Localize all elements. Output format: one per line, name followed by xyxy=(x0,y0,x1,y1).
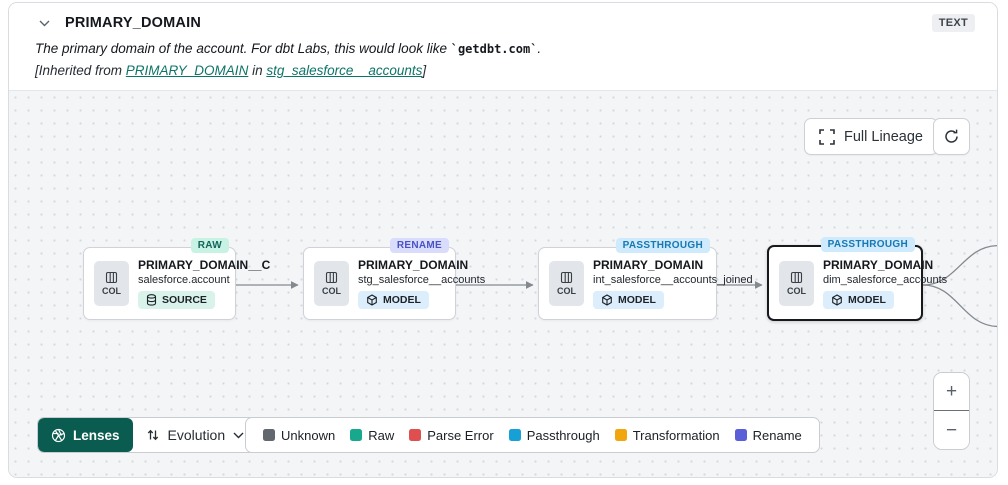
inherited-column-link[interactable]: PRIMARY_DOMAIN xyxy=(125,63,249,78)
column-lineage-panel: PRIMARY_DOMAIN TEXT The primary domain o… xyxy=(8,2,998,478)
column-chip: COL xyxy=(94,261,129,306)
model-icon xyxy=(832,293,842,306)
resource-badge: MODEL xyxy=(358,291,429,309)
full-lineage-label: Full Lineage xyxy=(844,128,923,145)
columns-icon xyxy=(325,271,338,284)
zoom-controls: + − xyxy=(933,372,970,450)
lens-selected-label: Evolution xyxy=(167,427,226,443)
resource-badge: MODEL xyxy=(823,290,894,309)
inherited-model-link[interactable]: stg_salesforce__accounts xyxy=(266,63,423,78)
node-tag-badge: RENAME xyxy=(389,238,449,253)
lenses-label: Lenses xyxy=(73,427,120,443)
legend-item: Passthrough xyxy=(508,428,600,443)
model-icon xyxy=(602,294,612,306)
inline-code: `getdbt.com` xyxy=(450,42,538,56)
node-subtitle: salesforce.account xyxy=(138,274,230,286)
legend-item: Transformation xyxy=(614,428,720,443)
node-subtitle: stg_salesforce__accounts xyxy=(358,274,486,286)
legend-item: Parse Error xyxy=(409,428,494,443)
source-icon xyxy=(146,294,157,306)
node-title: PRIMARY_DOMAIN xyxy=(358,258,469,272)
legend-item: Rename xyxy=(734,428,802,443)
column-chip: COL xyxy=(779,260,814,306)
zoom-in-button[interactable]: + xyxy=(934,373,969,411)
evolution-icon xyxy=(147,429,158,441)
lens-dropdown[interactable]: Evolution xyxy=(132,418,258,452)
legend-swatch-passthrough xyxy=(508,429,521,441)
column-description: The primary domain of the account. For d… xyxy=(35,41,542,56)
lenses-control: Lenses Evolution xyxy=(37,417,259,453)
legend-item: Unknown xyxy=(263,428,335,443)
lineage-node-staging[interactable]: RENAME COL PRIMARY_DOMAIN stg_salesforce… xyxy=(303,238,485,320)
inherited-from-note: [Inherited from PRIMARY_DOMAIN in stg_sa… xyxy=(35,63,427,78)
resource-badge: SOURCE xyxy=(138,291,215,309)
legend-swatch-parse-error xyxy=(409,429,422,441)
legend-swatch-transformation xyxy=(614,429,627,441)
full-lineage-button[interactable]: Full Lineage xyxy=(804,118,938,155)
refresh-icon xyxy=(945,129,958,143)
refresh-button[interactable] xyxy=(933,118,970,155)
node-subtitle: dim_salesforce_accounts xyxy=(823,273,948,286)
resource-badge: MODEL xyxy=(593,291,664,309)
lineage-canvas[interactable]: Full Lineage RAW COL PRIMARY_DOMAIN__C s… xyxy=(9,90,997,477)
column-title: PRIMARY_DOMAIN xyxy=(65,15,201,31)
column-chip: COL xyxy=(314,261,349,306)
legend-swatch-unknown xyxy=(263,429,275,441)
collapse-chevron-icon[interactable] xyxy=(35,14,53,32)
lenses-button[interactable]: Lenses xyxy=(38,418,133,452)
lineage-node-dim-selected[interactable]: PASSTHROUGH COL PRIMARY_DOMAIN dim_sales… xyxy=(767,237,947,321)
lens-legend: Unknown Raw Parse Error Passthrough Tran… xyxy=(245,417,820,453)
node-subtitle: int_salesforce__accounts_joined xyxy=(593,274,753,286)
node-title: PRIMARY_DOMAIN__C xyxy=(138,258,271,272)
legend-swatch-raw xyxy=(350,429,363,441)
columns-icon xyxy=(790,271,803,283)
legend-swatch-rename xyxy=(734,429,747,441)
lineage-edges xyxy=(236,244,997,328)
column-chip: COL xyxy=(549,261,584,306)
node-title: PRIMARY_DOMAIN xyxy=(823,257,934,272)
legend-item: Raw xyxy=(350,428,394,443)
model-icon xyxy=(367,294,377,306)
columns-icon xyxy=(560,271,573,284)
node-title: PRIMARY_DOMAIN xyxy=(593,258,704,272)
lineage-node-source[interactable]: RAW COL PRIMARY_DOMAIN__C salesforce.acc… xyxy=(83,238,270,320)
columns-icon xyxy=(105,271,118,284)
column-type-badge: TEXT xyxy=(931,14,975,32)
chevron-down-icon xyxy=(233,432,244,438)
node-tag-badge: PASSTHROUGH xyxy=(615,238,710,253)
lens-aperture-icon xyxy=(51,428,66,442)
column-header: PRIMARY_DOMAIN TEXT The primary domain o… xyxy=(9,3,997,90)
node-tag-badge: PASSTHROUGH xyxy=(820,237,915,252)
zoom-out-button[interactable]: − xyxy=(934,411,969,449)
lineage-node-intermediate[interactable]: PASSTHROUGH COL PRIMARY_DOMAIN int_sales… xyxy=(538,238,753,320)
node-tag-badge: RAW xyxy=(190,238,229,253)
expand-icon xyxy=(819,128,835,145)
